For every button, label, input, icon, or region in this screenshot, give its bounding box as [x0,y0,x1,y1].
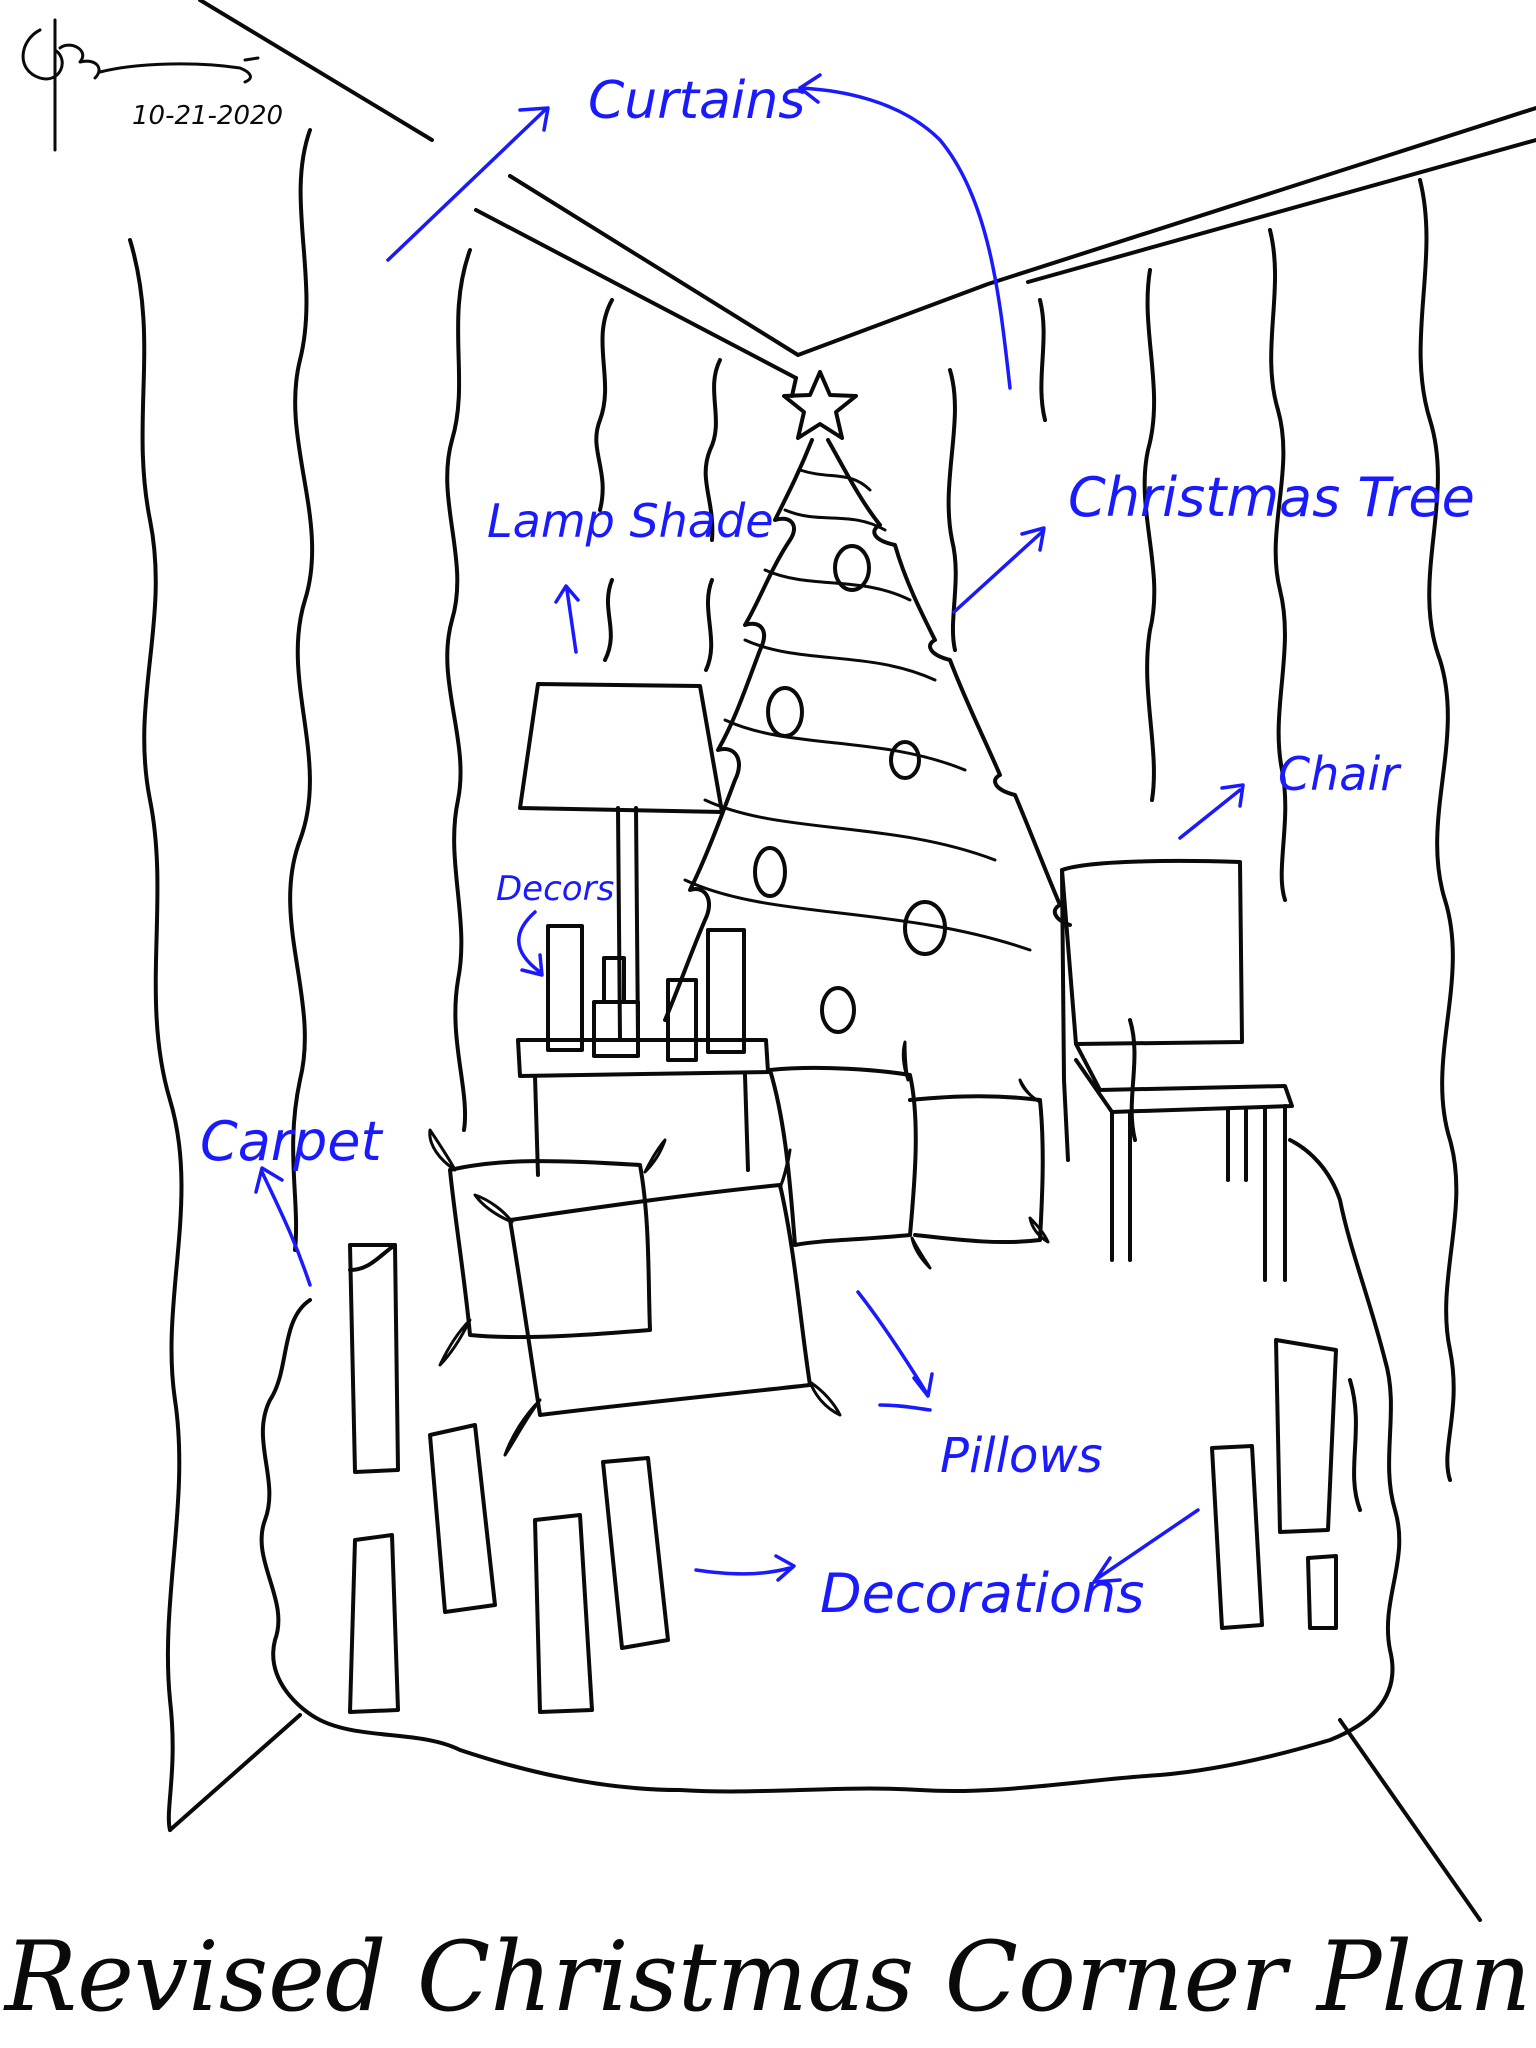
label-decors: Decors [496,869,614,909]
annotation-arrows [254,73,1245,1584]
floor-decorations-drawing [348,1243,1338,1714]
lamp-drawing [518,682,724,1042]
label-lamp-shade: Lamp Shade [487,494,774,548]
signature-block: 10-21-2020 [21,18,283,152]
carpet-drawing [168,1138,1482,1922]
annotation-labels: Curtains Lamp Shade Christmas Tree Chair… [200,71,1475,1625]
chair-drawing [1060,858,1294,1282]
signature-date: 10-21-2020 [132,101,283,131]
pillows-drawing [428,1040,1050,1457]
ceiling-lines [198,0,1536,398]
label-carpet: Carpet [200,1110,383,1173]
label-chair: Chair [1278,747,1402,801]
curtains-drawing [128,128,1459,1832]
label-decorations: Decorations [820,1562,1144,1625]
label-christmas-tree: Christmas Tree [1068,466,1475,529]
label-curtains: Curtains [588,71,805,131]
page-title: Revised Christmas Corner Plan [3,1921,1531,2033]
label-pillows: Pillows [940,1428,1103,1484]
side-table-drawing [516,924,770,1177]
christmas-tree-drawing [663,370,1072,1034]
